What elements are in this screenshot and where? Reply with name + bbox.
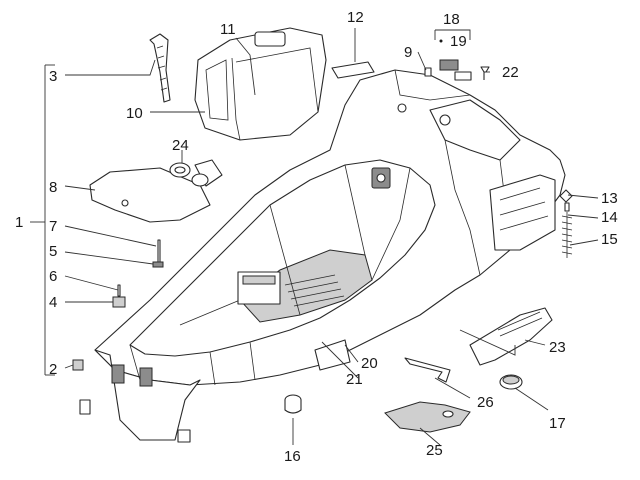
part-12-pad bbox=[331, 61, 375, 79]
label-3: 3 bbox=[49, 68, 57, 85]
label-26: 26 bbox=[477, 394, 494, 411]
part-8-cover bbox=[89, 167, 211, 223]
label-16: 16 bbox=[284, 448, 301, 465]
group-bracket-1 bbox=[30, 64, 55, 376]
part-16-plug bbox=[284, 394, 302, 414]
label-4: 4 bbox=[49, 294, 57, 311]
callout-labels: 1 2 3 4 5 6 7 8 9 10 11 12 13 14 15 16 1… bbox=[15, 9, 618, 465]
part-24-socket bbox=[169, 159, 223, 187]
part-10-storage-box bbox=[194, 27, 327, 141]
part-17-cap bbox=[499, 374, 523, 390]
part-25-mat bbox=[384, 401, 471, 433]
label-15: 15 bbox=[601, 231, 618, 248]
label-2: 2 bbox=[49, 361, 57, 378]
label-11: 11 bbox=[220, 21, 236, 38]
label-21: 21 bbox=[346, 371, 363, 388]
label-9: 9 bbox=[404, 44, 412, 61]
label-24: 24 bbox=[172, 137, 189, 154]
label-6: 6 bbox=[49, 268, 57, 285]
label-1: 1 bbox=[15, 214, 23, 231]
main-body-frame bbox=[79, 69, 566, 443]
label-12: 12 bbox=[347, 9, 364, 26]
part-23-cover bbox=[469, 307, 553, 366]
label-7: 7 bbox=[49, 218, 57, 235]
label-5: 5 bbox=[49, 243, 57, 260]
label-8: 8 bbox=[49, 179, 57, 196]
part-26-bracket bbox=[404, 357, 451, 383]
label-10: 10 bbox=[126, 105, 143, 122]
leader-lines bbox=[64, 28, 599, 446]
label-19: 19 bbox=[450, 33, 467, 50]
label-13: 13 bbox=[601, 190, 618, 207]
label-23: 23 bbox=[549, 339, 566, 356]
group-bracket-18 bbox=[434, 29, 471, 40]
fasteners bbox=[72, 59, 573, 371]
label-14: 14 bbox=[601, 209, 618, 226]
label-18: 18 bbox=[443, 11, 460, 28]
label-17: 17 bbox=[549, 415, 566, 432]
label-20: 20 bbox=[361, 355, 378, 372]
label-25: 25 bbox=[426, 442, 443, 459]
label-22: 22 bbox=[502, 64, 519, 81]
part-3-strap bbox=[149, 33, 171, 103]
